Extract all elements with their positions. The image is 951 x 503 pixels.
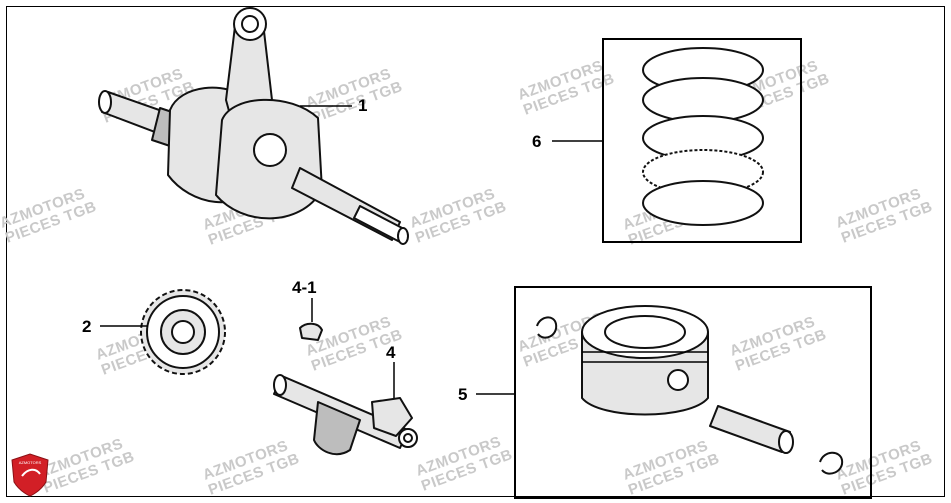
- watermark: AZMOTORS PIECES TGB: [414, 433, 515, 495]
- piston-rings-illustration: [642, 47, 764, 226]
- diagram-frame: [6, 6, 945, 497]
- watermark: AZMOTORS PIECES TGB: [0, 185, 99, 247]
- watermark: AZMOTORS PIECES TGB: [728, 313, 829, 375]
- piston-set-illustration: [536, 305, 844, 475]
- callout-4-1: 4-1: [292, 278, 317, 297]
- callout-6: 6: [532, 132, 541, 151]
- watermark: AZMOTORS PIECES TGB: [408, 185, 509, 247]
- balancer-shaft-illustration: [273, 374, 418, 456]
- watermark: AZMOTORS PIECES TGB: [36, 435, 137, 497]
- watermark: AZMOTORS PIECES TGB: [834, 185, 935, 247]
- piston-set-box: [514, 286, 872, 499]
- watermark: AZMOTORS PIECES TGB: [304, 65, 405, 127]
- watermark: AZMOTORS PIECES TGB: [516, 57, 617, 119]
- callout-5: 5: [458, 385, 467, 404]
- callout-1: 1: [358, 96, 367, 115]
- watermark: AZMOTORS PIECES TGB: [834, 437, 935, 499]
- crankshaft-illustration: [98, 7, 409, 245]
- callout-4: 4: [386, 343, 396, 362]
- watermark: AZMOTORS PIECES TGB: [201, 437, 302, 499]
- callout-2: 2: [82, 317, 91, 336]
- azmotors-logo: AZMOTORS: [11, 453, 49, 497]
- svg-text:AZMOTORS: AZMOTORS: [19, 460, 42, 465]
- gear-illustration: [140, 289, 226, 375]
- watermark: AZMOTORS PIECES TGB: [621, 437, 722, 499]
- balancer-key-illustration: [299, 322, 323, 341]
